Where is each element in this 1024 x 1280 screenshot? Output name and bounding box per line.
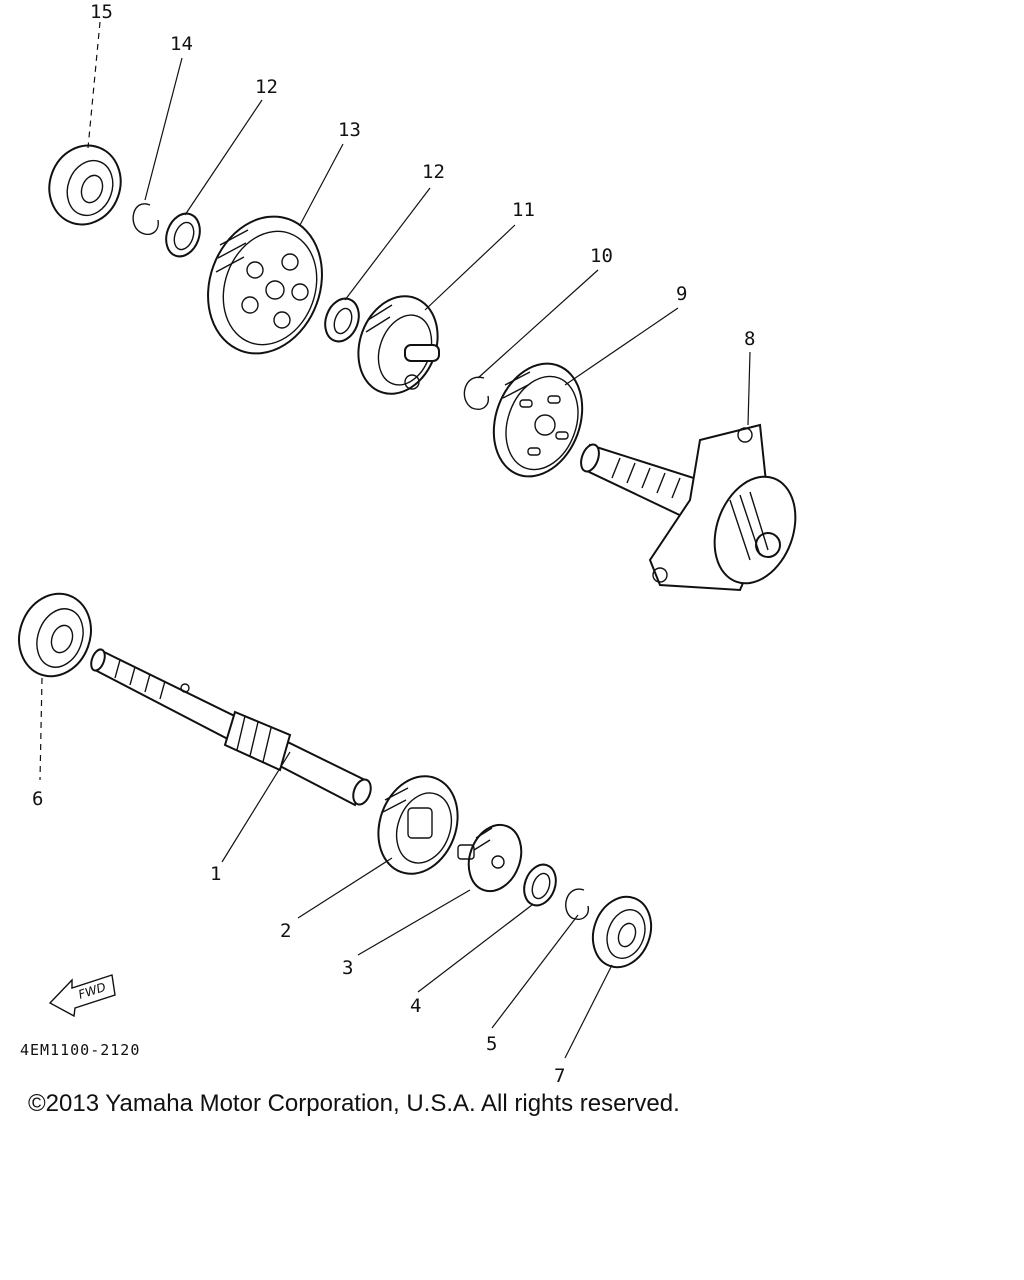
- part-15-bearing: [48, 144, 122, 226]
- drawing-code: 4EM1100-2120: [20, 1041, 140, 1059]
- part-12-washer-lower: [324, 297, 360, 343]
- part-11-hub: [357, 295, 440, 395]
- callout-13: 13: [338, 119, 361, 141]
- callout-3: 3: [342, 957, 353, 979]
- callout-9: 9: [676, 283, 687, 305]
- part-5-circlip: [565, 888, 589, 920]
- callout-12-lower: 12: [422, 161, 445, 183]
- part-9-gear: [492, 362, 584, 478]
- part-6-bearing: [18, 592, 92, 678]
- part-10-circlip: [463, 376, 489, 410]
- callout-10: 10: [590, 245, 613, 267]
- copyright-notice: ©2013 Yamaha Motor Corporation, U.S.A. A…: [28, 1090, 680, 1117]
- fwd-arrow: FWD: [48, 974, 116, 1018]
- callout-4: 4: [410, 995, 421, 1017]
- callout-15: 15: [90, 1, 113, 23]
- part-7-bearing: [591, 895, 653, 969]
- part-1-main-shaft: [90, 648, 372, 807]
- exploded-parts-diagram: 15 14 12 13 12 11 10 9 8 6 1 2 3 4 5 7 F…: [18, 1, 797, 1087]
- part-8-shaft-assembly: [580, 423, 797, 592]
- part-3-gear: [457, 823, 523, 893]
- callout-7: 7: [554, 1065, 565, 1087]
- callout-12-upper: 12: [255, 76, 278, 98]
- part-12-washer-upper: [165, 212, 201, 258]
- callout-11: 11: [512, 199, 535, 221]
- callout-8: 8: [744, 328, 755, 350]
- callout-14: 14: [170, 33, 193, 55]
- callout-5: 5: [486, 1033, 497, 1055]
- callout-6: 6: [32, 788, 43, 810]
- callout-2: 2: [280, 920, 291, 942]
- part-4-washer: [523, 863, 557, 907]
- part-2-gear: [377, 775, 459, 875]
- part-14-circlip: [132, 203, 159, 236]
- part-13-gear: [207, 215, 323, 355]
- callout-1: 1: [210, 863, 221, 885]
